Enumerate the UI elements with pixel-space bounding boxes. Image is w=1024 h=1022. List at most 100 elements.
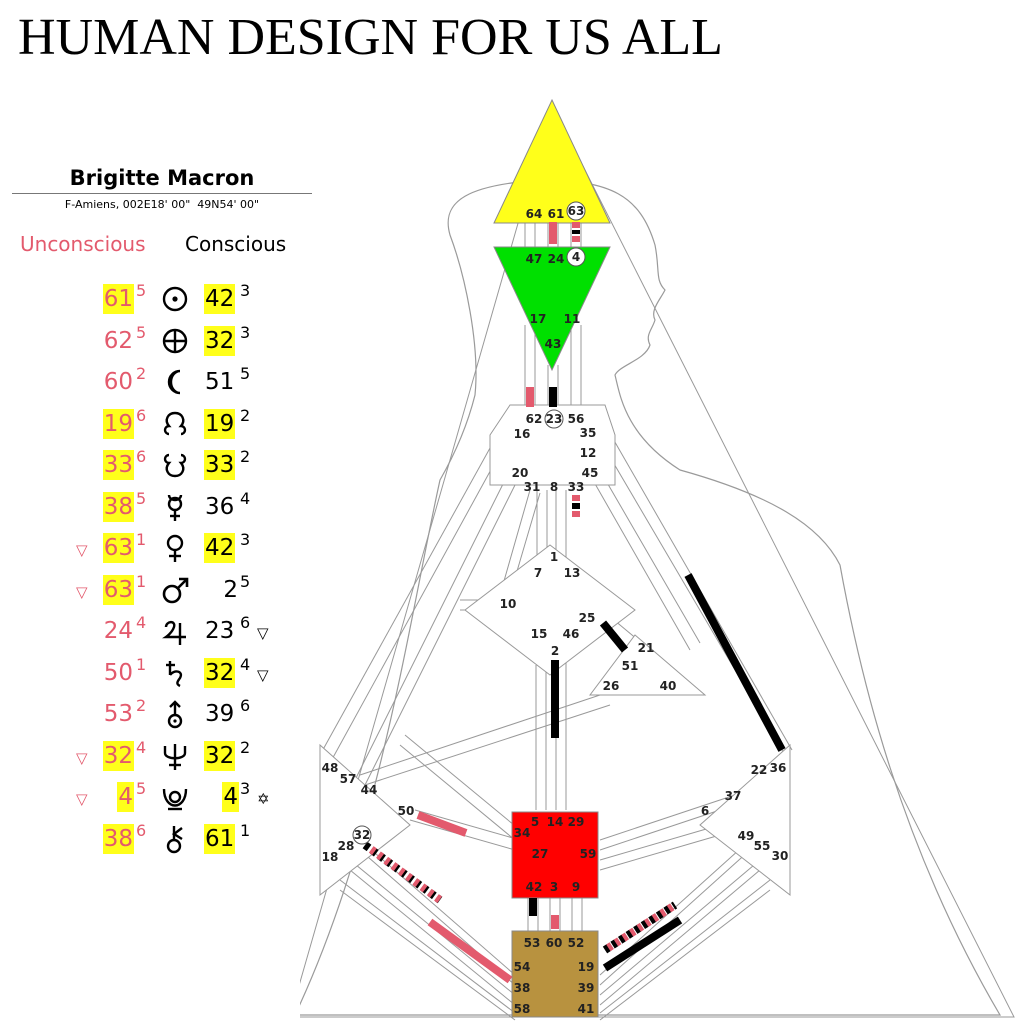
conscious-line: 3 — [240, 281, 251, 300]
gate-4: 4 — [572, 250, 580, 264]
center-throat — [489, 404, 616, 486]
unconscious-marker: ▽ — [76, 541, 88, 559]
unconscious-line: 5 — [136, 779, 147, 798]
unconscious-gate: 33 — [102, 450, 134, 480]
center-spleen — [319, 743, 411, 897]
gate-20: 20 — [512, 466, 529, 480]
neptune-icon — [163, 743, 187, 770]
conscious-line: 2 — [240, 405, 251, 425]
gate-48: 48 — [322, 761, 339, 775]
mars-icon — [162, 577, 189, 603]
conscious-line: 6 — [240, 696, 251, 715]
gate-52: 52 — [568, 936, 585, 950]
gate-31: 31 — [524, 480, 541, 494]
conscious-line: 5 — [240, 571, 251, 591]
gate-23: 23 — [546, 412, 563, 426]
unconscious-header: Unconscious — [20, 232, 146, 256]
gate-60: 60 — [546, 936, 563, 950]
gate-61: 61 — [548, 207, 565, 221]
center-root — [511, 930, 599, 1018]
unconscious-gate: 62 — [103, 327, 133, 354]
gate-22: 22 — [751, 763, 768, 777]
gate-55: 55 — [754, 839, 771, 853]
gate-36: 36 — [770, 761, 787, 775]
unconscious-line: 1 — [136, 530, 147, 549]
gate-35: 35 — [580, 426, 597, 440]
gate-25: 25 — [579, 611, 596, 625]
gate-10: 10 — [500, 597, 517, 611]
sun-icon — [162, 286, 188, 312]
conscious-line: 1 — [240, 820, 251, 840]
gate-12: 12 — [580, 446, 597, 460]
center-heart — [589, 634, 707, 696]
activated-channels — [362, 222, 786, 984]
uranus-icon — [167, 700, 183, 729]
conscious-gate: 61 — [204, 823, 236, 854]
gate-49: 49 — [738, 829, 755, 843]
gate-16: 16 — [514, 427, 531, 441]
unconscious-gate: 24 — [103, 618, 133, 644]
earth-icon — [162, 328, 188, 353]
conscious-marker: ▽ — [257, 665, 269, 684]
center-g — [464, 544, 636, 676]
unconscious-gate: 38 — [102, 823, 134, 854]
unconscious-line: 5 — [136, 322, 147, 342]
person-name: Brigitte Macron — [69, 166, 255, 190]
unconscious-line: 6 — [136, 820, 147, 840]
body-silhouette — [300, 179, 1002, 1016]
conscious-gate: 36 — [205, 493, 235, 520]
gate-circle-4 — [566, 247, 586, 267]
gate-59: 59 — [580, 847, 597, 861]
conscious-line: 3 — [240, 322, 251, 342]
unconscious-line: 1 — [136, 571, 147, 591]
conscious-gate: 4 — [222, 782, 239, 812]
gate-circle-63 — [566, 201, 586, 221]
conscious-line: 2 — [240, 447, 251, 466]
gate-64: 64 — [526, 207, 543, 221]
gate-51: 51 — [622, 659, 639, 673]
gate-11: 11 — [564, 312, 581, 326]
gate-circle-23 — [544, 409, 564, 429]
conscious-gate: 42 — [204, 284, 236, 314]
unconscious-marker: ▽ — [76, 582, 88, 601]
gate-40: 40 — [660, 679, 677, 693]
unconscious-gate: 19 — [102, 408, 134, 439]
center-head — [493, 98, 611, 224]
gate-53: 53 — [524, 936, 541, 950]
jupiter-icon — [162, 620, 186, 645]
gate-18: 18 — [322, 850, 339, 864]
conscious-line: 6 — [240, 613, 251, 632]
gate-43: 43 — [545, 337, 562, 351]
moon-icon — [167, 369, 181, 395]
gate-circle-32 — [352, 825, 372, 845]
gate-8: 8 — [550, 480, 558, 494]
conscious-gate: 2 — [223, 576, 238, 603]
gate-2: 2 — [551, 644, 559, 658]
gate-54: 54 — [514, 960, 531, 974]
divider — [12, 193, 312, 194]
gate-46: 46 — [563, 627, 580, 641]
gate-14: 14 — [547, 815, 564, 829]
gate-26: 26 — [603, 679, 620, 693]
center-ajna — [493, 246, 611, 372]
saturn-icon — [166, 660, 183, 687]
gate-41: 41 — [578, 1002, 595, 1016]
bodygraph-background — [300, 103, 1015, 1018]
unconscious-gate: 4 — [117, 782, 134, 812]
gate-32: 32 — [354, 828, 371, 842]
conscious-gate: 39 — [205, 701, 235, 727]
conscious-line: 3 — [240, 530, 251, 549]
unconscious-gate: 53 — [103, 701, 133, 727]
